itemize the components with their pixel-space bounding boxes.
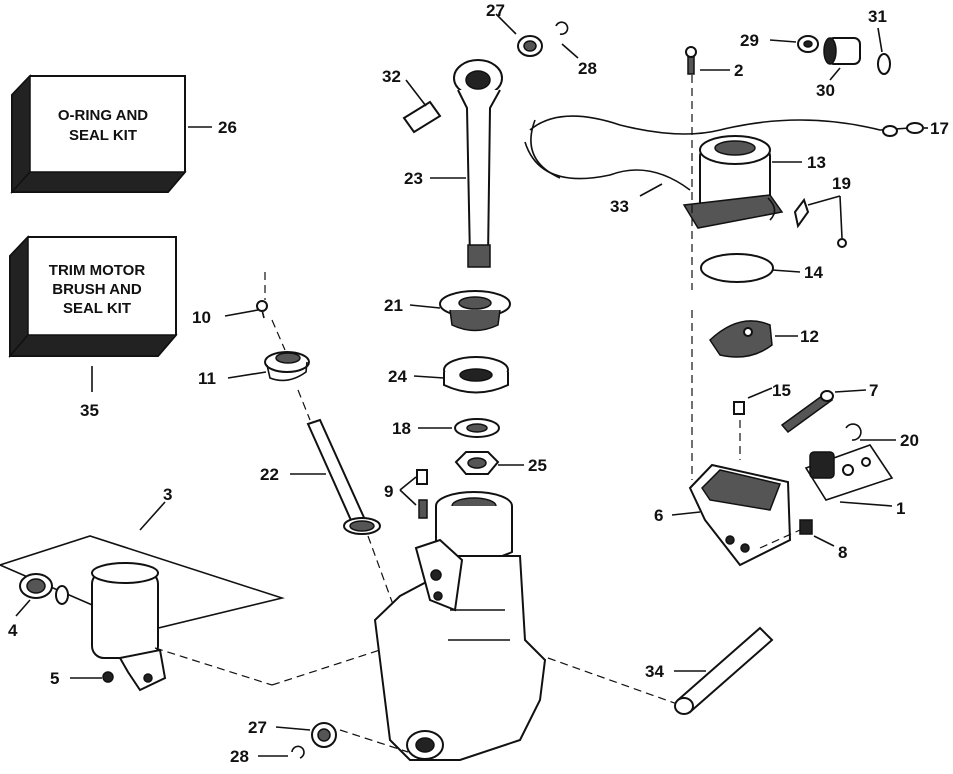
oring-seal-kit-box: O-RING AND SEAL KIT 26 xyxy=(10,74,237,194)
callout-27-top: 27 xyxy=(486,1,505,20)
callout-12: 12 xyxy=(800,327,819,346)
callout-23: 23 xyxy=(404,169,423,188)
callout-9: 9 xyxy=(384,482,393,501)
callout-19: 19 xyxy=(832,174,851,193)
callout-24: 24 xyxy=(388,367,407,386)
callout-14: 14 xyxy=(804,263,823,282)
oring-kit-label-line2: SEAL KIT xyxy=(69,127,137,144)
callout-6: 6 xyxy=(654,506,663,525)
callout-3: 3 xyxy=(163,485,172,504)
callout-8: 8 xyxy=(838,543,847,562)
callout-15: 15 xyxy=(772,381,791,400)
callout-31: 31 xyxy=(868,7,887,26)
callout-28-bottom: 28 xyxy=(230,747,249,766)
callout-5: 5 xyxy=(50,669,59,688)
callout-22: 22 xyxy=(260,465,279,484)
trim-housing xyxy=(373,491,547,761)
callout-21: 21 xyxy=(384,296,403,315)
callout-26: 26 xyxy=(218,118,237,137)
bushing-and-clip-bottom xyxy=(291,722,337,759)
callout-7: 7 xyxy=(869,381,878,400)
callout-27-bottom: 27 xyxy=(248,718,267,737)
trim-motor-kit-box: TRIM MOTOR BRUSH AND SEAL KIT 35 xyxy=(8,235,178,420)
callout-25: 25 xyxy=(528,456,547,475)
callout-11: 11 xyxy=(198,369,216,388)
oring-kit-label-line1: O-RING AND xyxy=(58,107,148,124)
callout-34: 34 xyxy=(645,662,664,681)
callout-33: 33 xyxy=(610,197,629,216)
pump-valve-body xyxy=(688,320,894,567)
callout-32: 32 xyxy=(382,67,401,86)
callout-30: 30 xyxy=(816,81,835,100)
trim-kit-label-line3: SEAL KIT xyxy=(63,300,131,317)
trim-kit-label-line1: TRIM MOTOR xyxy=(49,262,146,279)
reservoir-assembly xyxy=(0,535,285,692)
callout-20: 20 xyxy=(900,431,919,450)
callout-2: 2 xyxy=(734,61,743,80)
piston-rod-assembly xyxy=(402,21,569,519)
callout-28-top: 28 xyxy=(578,59,597,78)
pivot-pin xyxy=(674,626,774,715)
callout-4: 4 xyxy=(8,621,18,640)
tube-and-seals xyxy=(256,300,381,535)
callout-35: 35 xyxy=(80,401,99,420)
callout-18: 18 xyxy=(392,419,411,438)
trim-motor xyxy=(524,35,924,283)
callout-29: 29 xyxy=(740,31,759,50)
callout-10: 10 xyxy=(192,308,211,327)
callout-13: 13 xyxy=(807,153,826,172)
trim-kit-label-line2: BRUSH AND xyxy=(52,281,142,298)
callout-17: 17 xyxy=(930,119,949,138)
callout-1: 1 xyxy=(896,499,905,518)
